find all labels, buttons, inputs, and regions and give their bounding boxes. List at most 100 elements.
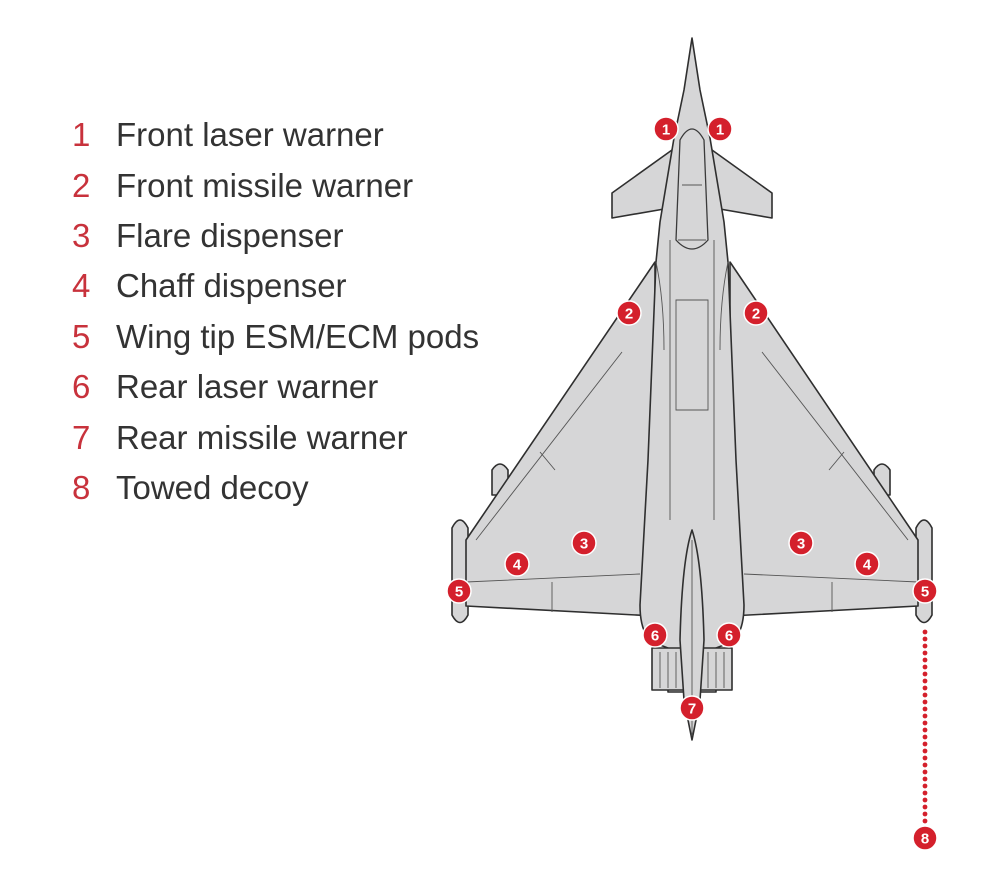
leading-edge-slats bbox=[475, 351, 909, 541]
cable-dot bbox=[922, 636, 928, 642]
marker-circle bbox=[716, 622, 742, 648]
cable-dot bbox=[922, 657, 928, 663]
legend-label: Towed decoy bbox=[116, 468, 309, 506]
marker-label: 2 bbox=[752, 306, 760, 323]
cable-dot bbox=[922, 769, 928, 775]
callout-rear-missile: 7 bbox=[679, 695, 705, 721]
canopy bbox=[675, 128, 709, 250]
legend-label: Flare dispenser bbox=[116, 216, 344, 254]
marker-label: 6 bbox=[725, 628, 733, 645]
cable-dot bbox=[922, 699, 928, 705]
cable-dot bbox=[922, 664, 928, 670]
marker-label: 4 bbox=[863, 557, 872, 574]
flap-hinge-lines bbox=[465, 573, 919, 583]
legend-item: 4 Chaff dispenser bbox=[72, 261, 479, 311]
cable-dot bbox=[922, 804, 928, 810]
callout-pod-left: 5 bbox=[446, 578, 472, 604]
legend-label: Front missile warner bbox=[116, 166, 414, 204]
marker-label: 1 bbox=[662, 122, 670, 139]
cable-dot bbox=[922, 650, 928, 656]
cable-dot bbox=[922, 755, 928, 761]
legend-label: Chaff dispenser bbox=[116, 267, 347, 305]
marker-circle bbox=[679, 695, 705, 721]
legend-label: Rear laser warner bbox=[116, 368, 379, 406]
intake-lines bbox=[655, 261, 729, 351]
marker-label: 3 bbox=[580, 536, 588, 553]
legend-number: 1 bbox=[72, 116, 91, 154]
cable-dot bbox=[922, 685, 928, 691]
cable-dot bbox=[922, 643, 928, 649]
marker-label: 4 bbox=[513, 557, 522, 574]
marker-circle bbox=[788, 530, 814, 556]
cable-dot bbox=[922, 671, 928, 677]
marker-label: 8 bbox=[921, 831, 929, 848]
callout-front-laser-left: 1 bbox=[653, 116, 679, 142]
marker-circle bbox=[743, 300, 769, 326]
legend-item: 6 Rear laser warner bbox=[72, 362, 479, 412]
cable-dot bbox=[922, 629, 928, 635]
legend-item: 2 Front missile warner bbox=[72, 160, 479, 210]
cable-dot bbox=[922, 741, 928, 747]
canopy-frame bbox=[678, 184, 706, 241]
cable-dot bbox=[922, 720, 928, 726]
legend-item: 3 Flare dispenser bbox=[72, 211, 479, 261]
callout-towed-decoy: 8 bbox=[912, 825, 938, 851]
callout-chaff-left: 4 bbox=[504, 551, 530, 577]
marker-label: 7 bbox=[688, 701, 696, 718]
exhaust-lines bbox=[659, 652, 725, 688]
cable-dot bbox=[922, 811, 928, 817]
callout-rear-laser-left: 6 bbox=[642, 622, 668, 648]
cable-dot bbox=[922, 762, 928, 768]
legend-number: 8 bbox=[72, 468, 91, 506]
marker-circle bbox=[707, 116, 733, 142]
marker-circle bbox=[912, 825, 938, 851]
legend-number: 3 bbox=[72, 216, 91, 254]
cable-dot bbox=[922, 818, 928, 824]
marker-circle bbox=[653, 116, 679, 142]
marker-label: 1 bbox=[716, 122, 724, 139]
legend-label: Front laser warner bbox=[116, 116, 384, 154]
cable-dot bbox=[922, 748, 928, 754]
callout-flare-right: 3 bbox=[788, 530, 814, 556]
marker-label: 5 bbox=[455, 584, 463, 601]
marker-circle bbox=[854, 551, 880, 577]
callout-chaff-right: 4 bbox=[854, 551, 880, 577]
callout-front-missile-left: 2 bbox=[616, 300, 642, 326]
aircraft-silhouette bbox=[451, 37, 933, 741]
legend-label: Rear missile warner bbox=[116, 418, 408, 456]
marker-label: 6 bbox=[651, 628, 659, 645]
legend-list: 1 Front laser warner 2 Front missile warne… bbox=[72, 110, 479, 513]
marker-circle bbox=[571, 530, 597, 556]
marker-circle bbox=[616, 300, 642, 326]
cable-dot bbox=[922, 734, 928, 740]
callout-front-laser-right: 1 bbox=[707, 116, 733, 142]
marker-label: 2 bbox=[625, 306, 633, 323]
legend-number: 6 bbox=[72, 368, 91, 406]
legend-label: Wing tip ESM/ECM pods bbox=[116, 317, 480, 355]
marker-circle bbox=[642, 622, 668, 648]
callout-pod-right: 5 bbox=[912, 578, 938, 604]
callout-rear-laser-right: 6 bbox=[716, 622, 742, 648]
towed-decoy-cable bbox=[922, 629, 928, 824]
legend-item: 1 Front laser warner bbox=[72, 110, 479, 160]
flap-divider-lines bbox=[551, 582, 833, 612]
marker-label: 5 bbox=[921, 584, 929, 601]
slat-breaks bbox=[539, 451, 845, 471]
cable-dot bbox=[922, 776, 928, 782]
legend-number: 4 bbox=[72, 267, 91, 305]
cable-dot bbox=[922, 706, 928, 712]
cable-dot bbox=[922, 797, 928, 803]
legend-item: 8 Towed decoy bbox=[72, 463, 479, 513]
marker-label: 3 bbox=[797, 536, 805, 553]
cable-dot bbox=[922, 727, 928, 733]
legend-item: 7 Rear missile warner bbox=[72, 412, 479, 462]
cable-dot bbox=[922, 678, 928, 684]
legend-number: 7 bbox=[72, 418, 91, 456]
fuselage-panels bbox=[669, 240, 715, 520]
marker-circle bbox=[912, 578, 938, 604]
legend-number: 2 bbox=[72, 166, 91, 204]
callout-front-missile-right: 2 bbox=[743, 300, 769, 326]
cable-dot bbox=[922, 692, 928, 698]
